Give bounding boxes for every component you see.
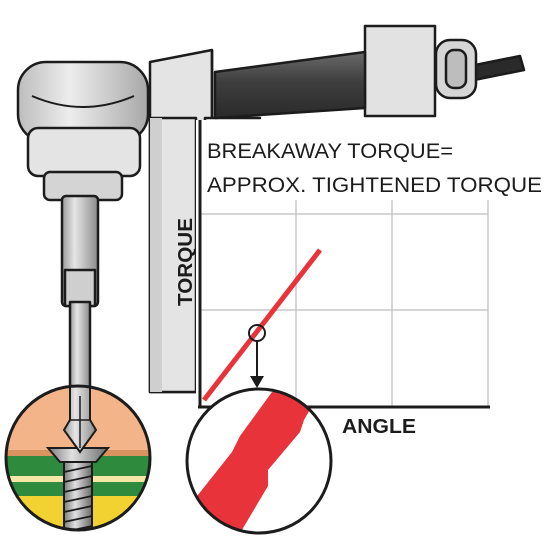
curve-detail-inset: [185, 387, 333, 535]
curve-detail-band: [187, 392, 320, 533]
screw-detail-inset: [4, 384, 152, 532]
driver-collar: [26, 126, 142, 178]
graph-title-line1: BREAKAWAY TORQUE=: [207, 140, 453, 163]
graph-panel: [196, 120, 550, 420]
screw-head: [45, 447, 111, 463]
torque-tool: [16, 24, 526, 398]
torque-curve: [202, 248, 322, 402]
motor-cylinder: [213, 50, 367, 120]
power-cable: [468, 54, 526, 82]
inset-border-left: [4, 384, 152, 532]
inset-border-right: [185, 387, 333, 535]
y-axis-label: TORQUE: [175, 218, 197, 306]
screw-shank: [63, 461, 93, 530]
graph-grid: [200, 200, 489, 406]
callout-arrowhead: [250, 376, 264, 388]
graph-title-line2: APPROX. TIGHTENED TORQUE: [207, 174, 542, 197]
x-axis-label: ANGLE: [342, 416, 416, 438]
rear-clamp: [363, 24, 437, 118]
torque-angle-graph: BREAKAWAY TORQUE= APPROX. TIGHTENED TORQ…: [175, 120, 550, 438]
driver-bit: [68, 300, 92, 398]
